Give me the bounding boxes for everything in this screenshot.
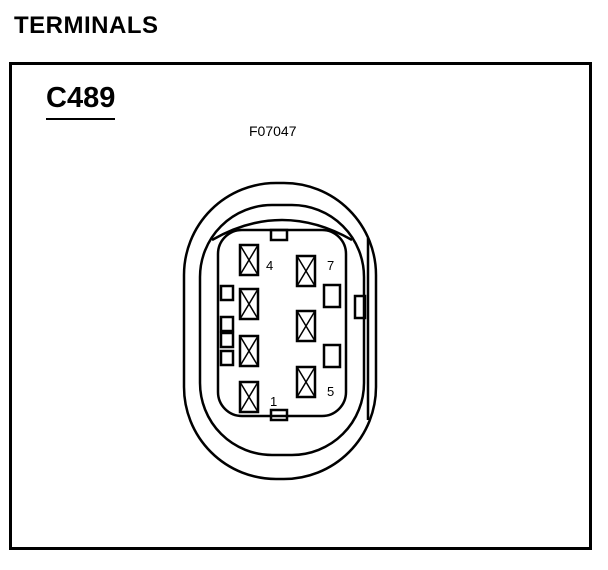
connector-inner-lip (211, 218, 353, 242)
connector-seal-ring (198, 203, 366, 457)
terminal-6 (295, 309, 317, 343)
terminal-4 (238, 243, 260, 277)
side-key-right-1 (322, 283, 342, 309)
side-key-right-2 (322, 343, 342, 369)
key-notch-bottom (269, 408, 289, 422)
terminal-1 (238, 380, 260, 414)
side-key-left-4 (219, 349, 235, 367)
connector-outer-shell (182, 181, 378, 481)
terminal-7 (295, 254, 317, 288)
section-heading: TERMINALS (14, 12, 159, 39)
terminal-5 (295, 365, 317, 399)
figure-code: F07047 (249, 123, 297, 139)
pin-label-1: 1 (270, 394, 277, 409)
pin-label-4: 4 (266, 258, 273, 273)
side-key-left-3 (219, 331, 235, 349)
terminal-3 (238, 287, 260, 321)
pin-label-5: 5 (327, 384, 334, 399)
pin-label-7: 7 (327, 258, 334, 273)
side-key-left-1 (219, 284, 235, 302)
connector-id-label: C489 (46, 82, 116, 120)
connector-lock-tab (353, 294, 367, 320)
side-key-left-2 (219, 315, 235, 333)
diagram-frame (9, 62, 592, 550)
terminal-2 (238, 334, 260, 368)
key-notch-top (269, 228, 289, 242)
